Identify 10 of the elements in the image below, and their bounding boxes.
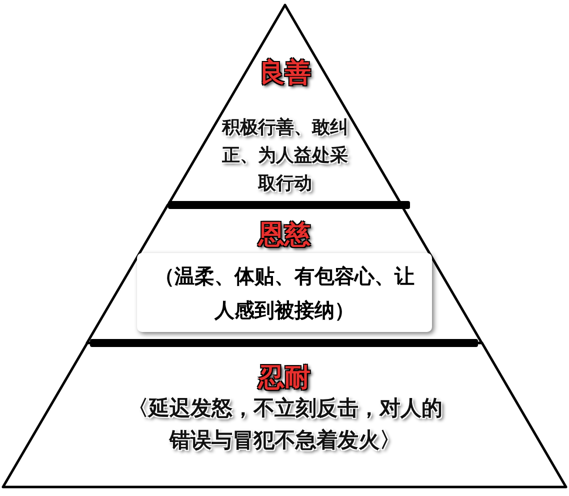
heading-text: 良善 [258, 57, 311, 90]
description-text: 积极行善、敢纠正、为人益处采取行动 [220, 116, 349, 196]
heading-text: 恩慈 [258, 219, 311, 252]
description-text: 〈延迟发怒，不立刻反击，对人的错误与冒犯不急着发火〉 [126, 395, 444, 454]
pyramid-tier [168, 5, 402, 205]
pyramid-tier [3, 343, 566, 487]
description-text: （温柔、体贴、有包容心、让人感到被接纳） [154, 263, 416, 324]
pyramid-tier [87, 205, 482, 343]
heading-text: 忍耐 [258, 362, 310, 395]
text-card [137, 253, 432, 332]
